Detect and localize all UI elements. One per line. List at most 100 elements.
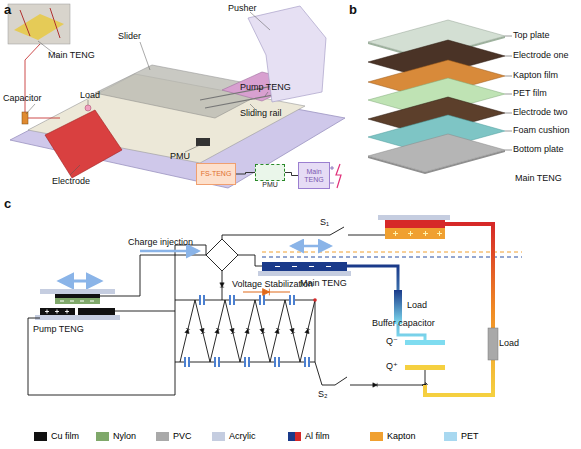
part-label: Pump TENG: [33, 324, 84, 335]
load-element: [488, 328, 498, 360]
electrode-pad: [45, 110, 122, 178]
art-rect: [214, 357, 216, 367]
part-label: Kapton film: [513, 70, 558, 81]
zener-diode: [243, 291, 290, 292]
legend-swatch: [34, 432, 47, 441]
art-rect: [378, 215, 450, 220]
legend-item: Acrylic: [212, 431, 256, 442]
wire: [222, 235, 330, 239]
part-label: Foam cushion: [513, 125, 570, 136]
panel-letter: b: [349, 2, 357, 17]
panel-letter: c: [4, 196, 11, 211]
part-label: PET film: [513, 88, 547, 99]
art-rect: [278, 357, 280, 367]
part-label: Top plate: [513, 30, 550, 41]
legend-text: Nylon: [113, 431, 136, 442]
cu-electrode: [78, 308, 115, 315]
art-rect: [184, 357, 190, 367]
buffer-plate-negative: [405, 340, 445, 345]
legend-swatch-split: [288, 432, 301, 441]
wire: [180, 300, 315, 362]
part-label: Q⁺: [386, 361, 398, 372]
art-path: [285, 300, 300, 362]
part-label: Load: [80, 90, 100, 101]
art-rect: [274, 357, 280, 367]
part-label: Electrode: [52, 176, 90, 187]
wire: [100, 255, 206, 296]
wire-connector: [285, 173, 298, 176]
legend-swatch: [156, 432, 169, 441]
art-path: [210, 300, 225, 362]
art-rect: [229, 295, 235, 305]
legend-text: PET: [461, 431, 479, 442]
photo-wire: [20, 8, 60, 38]
diode: [222, 271, 223, 300]
part-label: Bottom plate: [513, 144, 564, 155]
cu-layer: [55, 294, 100, 298]
part-label: Main TENG: [515, 173, 562, 184]
art-rect: [274, 357, 276, 367]
legend-item: PET: [444, 431, 479, 442]
legend-item: Nylon: [96, 431, 136, 442]
art-rect: [262, 262, 347, 271]
part-label: Pusher: [228, 3, 257, 14]
load-bolt: [336, 164, 341, 188]
node-label: Main TENG: [299, 168, 329, 184]
legend-item: Al film: [288, 431, 330, 442]
wire-connector: [236, 173, 255, 175]
legend-text: Acrylic: [229, 431, 256, 442]
art-path: [275, 266, 331, 267]
legend-item: PVC: [156, 431, 192, 442]
part-label: Capacitor: [3, 93, 42, 104]
art-rect: [304, 357, 306, 367]
charge-sign: [45, 310, 69, 314]
device-illustration: [8, 4, 345, 188]
legend-swatch: [212, 432, 225, 441]
art-rect: [184, 357, 186, 367]
art-path: [262, 252, 522, 253]
acrylic-layer: [35, 315, 120, 320]
legend-text: Al film: [305, 431, 330, 442]
art-rect: [218, 357, 220, 367]
art-rect: [289, 295, 291, 305]
acrylic-layer: [40, 289, 115, 294]
art-rect: [244, 357, 250, 367]
junction-dot: [313, 298, 317, 302]
art-rect: [188, 357, 190, 367]
charge-sign: [60, 301, 94, 302]
nylon-layer: [55, 298, 100, 304]
wire: [115, 311, 175, 312]
legend-item: Kapton: [370, 431, 416, 442]
exploded-stack: [368, 20, 512, 174]
art-rect: [304, 357, 310, 367]
part-label: Main TENG: [48, 50, 95, 61]
art-path: [262, 257, 522, 258]
node-label: FS-TENG: [201, 170, 232, 178]
legend-swatch: [370, 432, 383, 441]
leader-line: [26, 12, 270, 175]
part-label: Main TENG: [300, 278, 347, 289]
bridge-rectifier: [206, 239, 238, 271]
art-rect: [385, 220, 445, 228]
art-path: [270, 300, 285, 362]
art-rect: [308, 357, 310, 367]
wire: [348, 235, 385, 236]
art-path: [255, 300, 270, 362]
capacitors: [184, 295, 310, 367]
legend-swatch: [96, 432, 109, 441]
part-label: Buffer capacitor: [372, 318, 435, 329]
part-label: Charge injection: [128, 237, 193, 248]
part-label: S₂: [318, 389, 328, 400]
part-label: Electrode two: [513, 107, 568, 118]
node-label: PMU: [256, 181, 284, 189]
load-wire: [425, 224, 493, 395]
pump-teng-symbol: [35, 281, 120, 320]
capacitor-part: [22, 112, 28, 124]
art-rect: [258, 271, 351, 276]
art-path: [300, 300, 315, 362]
part-label: PMU: [170, 151, 190, 162]
wire: [28, 245, 206, 395]
buffer-plate-positive: [405, 365, 445, 370]
motion-arrow: [60, 280, 100, 283]
